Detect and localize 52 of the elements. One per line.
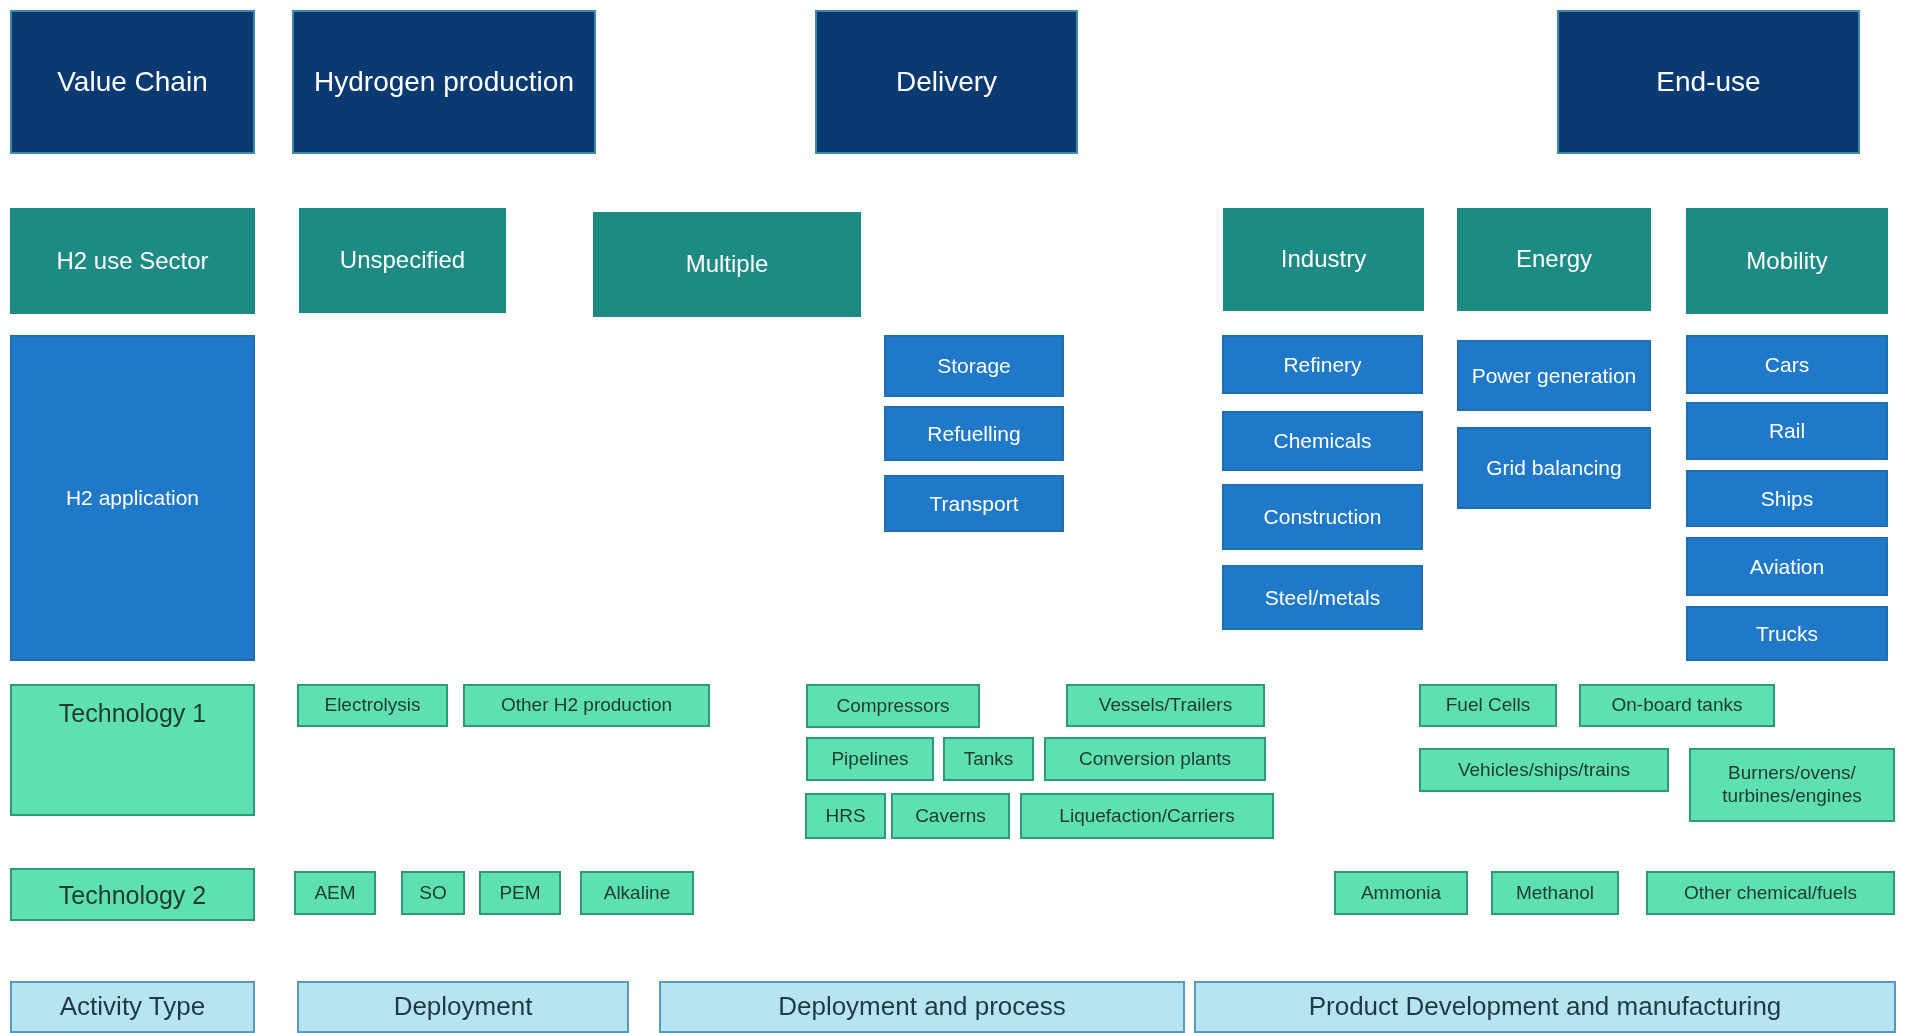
application-box: Storage: [884, 335, 1064, 397]
technology-box: HRS: [805, 793, 886, 839]
technology-box: AEM: [294, 871, 376, 915]
technology-box: SO: [401, 871, 465, 915]
application-box: Chemicals: [1222, 411, 1423, 471]
application-box: Aviation: [1686, 537, 1888, 596]
technology-box: Caverns: [891, 793, 1010, 839]
application-box: Rail: [1686, 402, 1888, 460]
technology-box: Ammonia: [1334, 871, 1468, 915]
application-box: Power generation: [1457, 340, 1651, 411]
activity-box: Deployment and process: [659, 981, 1185, 1033]
technology-box: Fuel Cells: [1419, 684, 1557, 727]
application-box: Construction: [1222, 484, 1423, 550]
technology-box: Liquefaction/Carriers: [1020, 793, 1274, 839]
application-box: H2 application: [10, 335, 255, 661]
technology-box: Pipelines: [806, 737, 934, 781]
technology-box: Vessels/Trailers: [1066, 684, 1265, 727]
sector-box: Industry: [1223, 208, 1424, 311]
technology-box: Conversion plants: [1044, 737, 1266, 781]
technology-box: Other chemical/fuels: [1646, 871, 1895, 915]
application-box: Refuelling: [884, 406, 1064, 461]
application-box: Cars: [1686, 335, 1888, 394]
technology-box: Burners/ovens/ turbines/engines: [1689, 748, 1895, 822]
row-header-box: Technology 1: [10, 684, 255, 816]
value-chain-box: End-use: [1557, 10, 1860, 154]
value-chain-box: Value Chain: [10, 10, 255, 154]
sector-box: Unspecified: [299, 208, 506, 313]
activity-box: Product Development and manufacturing: [1194, 981, 1896, 1033]
application-box: Refinery: [1222, 335, 1423, 394]
sector-box: Energy: [1457, 208, 1651, 311]
application-box: Steel/metals: [1222, 565, 1423, 630]
technology-box: Tanks: [943, 737, 1034, 781]
application-box: Trucks: [1686, 606, 1888, 661]
activity-box: Activity Type: [10, 981, 255, 1033]
technology-box: Compressors: [806, 684, 980, 728]
activity-box: Deployment: [297, 981, 629, 1033]
technology-box: Electrolysis: [297, 684, 448, 727]
technology-box: Other H2 production: [463, 684, 710, 727]
application-box: Ships: [1686, 470, 1888, 527]
value-chain-box: Hydrogen production: [292, 10, 596, 154]
sector-box: Multiple: [593, 212, 861, 317]
application-box: Grid balancing: [1457, 427, 1651, 509]
application-box: Transport: [884, 475, 1064, 532]
sector-box: H2 use Sector: [10, 208, 255, 314]
row-header-box: Technology 2: [10, 868, 255, 921]
technology-box: Vehicles/ships/trains: [1419, 748, 1669, 792]
technology-box: Methanol: [1491, 871, 1619, 915]
technology-box: Alkaline: [580, 871, 694, 915]
technology-box: On-board tanks: [1579, 684, 1775, 727]
sector-box: Mobility: [1686, 208, 1888, 314]
value-chain-box: Delivery: [815, 10, 1078, 154]
technology-box: PEM: [479, 871, 561, 915]
